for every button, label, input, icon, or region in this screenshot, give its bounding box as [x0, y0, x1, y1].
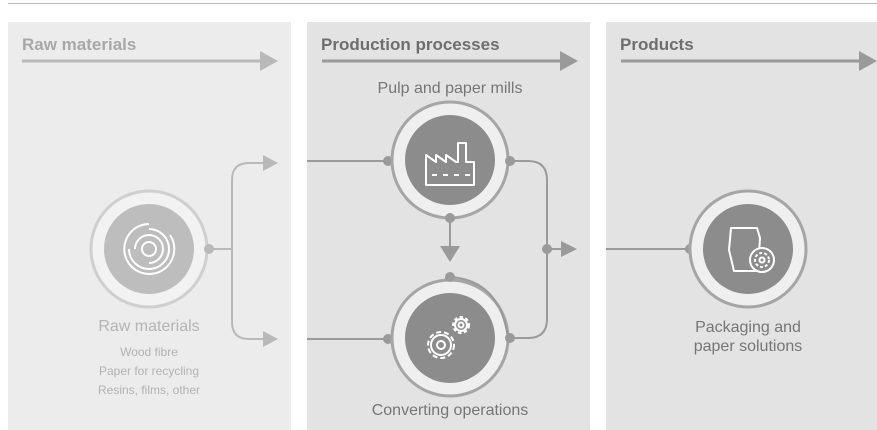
connector-dot-converting-top — [445, 272, 455, 282]
connector-production-in — [307, 160, 388, 340]
panel-title-products: Products — [620, 35, 694, 54]
panel-title-raw-materials: Raw materials — [22, 35, 137, 54]
label-packaging-line-2: paper solutions — [693, 338, 803, 355]
arrow-to-converting — [263, 331, 278, 347]
header-arrow-production — [322, 51, 578, 71]
top-divider — [8, 3, 877, 4]
node-pulp-paper-mills — [390, 100, 510, 220]
arrow-to-products — [561, 241, 577, 257]
header-arrow-raw — [22, 51, 278, 71]
connector-dot-mills-in — [383, 156, 393, 166]
connector-feedback — [449, 276, 509, 339]
node-raw-materials — [89, 189, 209, 309]
arrow-to-mills — [263, 155, 278, 171]
gears-icon — [427, 316, 470, 359]
connector-dot-converting-in — [383, 334, 393, 344]
connector-raw-out — [209, 162, 265, 340]
label-raw-materials: Raw materials — [98, 318, 200, 335]
node-converting-operations — [390, 278, 510, 398]
connector-dot-merge — [542, 244, 552, 254]
label-packaging-paper-solutions: Packaging and paper solutions — [658, 318, 838, 356]
label-packaging-line-1: Packaging and — [695, 319, 801, 336]
package-gear-icon — [728, 227, 775, 273]
connector-dot-converting-out — [505, 333, 515, 343]
raw-item-resins: Resins, films, other — [97, 383, 201, 397]
raw-item-wood-fibre: Wood fibre — [120, 345, 178, 359]
label-pulp-paper-mills: Pulp and paper mills — [377, 80, 523, 97]
connector-production-out — [510, 160, 562, 339]
connector-dot-mills-out — [505, 156, 515, 166]
connector-mills-to-converting — [440, 213, 460, 262]
connector-dot-raw — [204, 244, 214, 254]
panel-title-production-processes: Production processes — [321, 35, 500, 54]
factory-icon — [425, 142, 475, 186]
raw-materials-sublist: Wood fibre Paper for recycling Resins, f… — [58, 343, 240, 400]
header-arrow-products — [621, 51, 877, 71]
node-packaging-paper-solutions — [688, 189, 808, 309]
label-converting-operations: Converting operations — [371, 402, 529, 419]
wood-rings-icon — [123, 223, 176, 275]
raw-item-paper-recycling: Paper for recycling — [98, 364, 200, 378]
